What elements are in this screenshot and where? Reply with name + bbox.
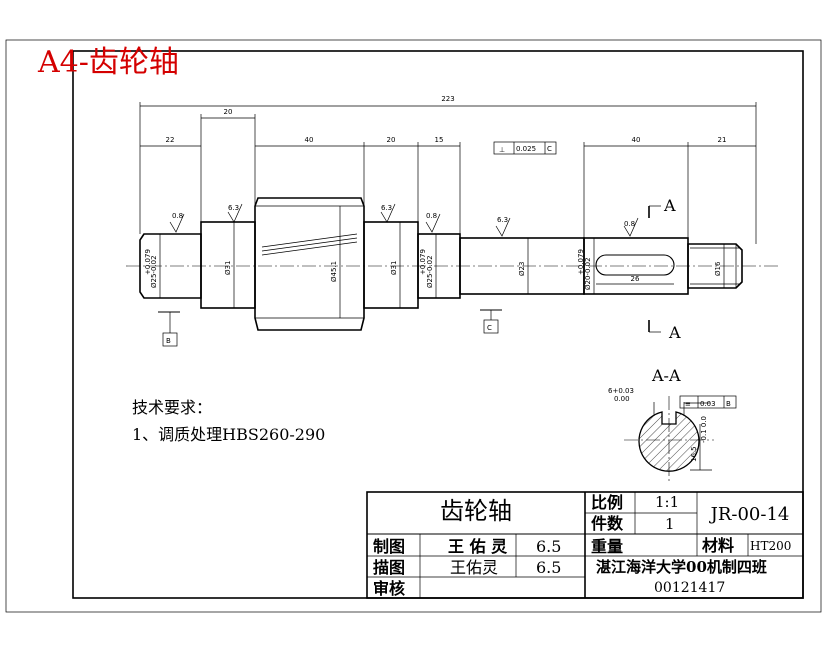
scale-value: 1:1 — [655, 493, 679, 511]
outer-border — [5, 39, 822, 613]
traced-name: 王佑灵 — [450, 558, 498, 577]
section-label: A-A — [651, 366, 681, 385]
student-id: 00121417 — [654, 580, 725, 596]
section-frame-symbol: ≡ — [685, 400, 691, 408]
datum-markers — [158, 309, 502, 347]
datum-b: B — [166, 337, 171, 345]
diam-25a: Ø25-0.02 — [150, 255, 158, 288]
qty-value: 1 — [665, 515, 675, 533]
diam-23: Ø23 — [518, 262, 526, 276]
drawing-number: JR-00-14 — [709, 504, 790, 525]
dim-20a: 20 — [224, 108, 233, 116]
section-view-drawing — [624, 395, 737, 482]
datum-c: C — [487, 324, 492, 332]
roughness-4: 0.8 — [426, 212, 437, 220]
perpendicularity-frame — [493, 141, 557, 155]
title-block-grid — [366, 491, 804, 599]
diam-31a: Ø31 — [224, 261, 232, 275]
tolerance-value: 0.025 — [516, 145, 536, 153]
section-frame-value: 0.03 — [700, 400, 716, 408]
dim-15: 15 — [435, 136, 444, 144]
tolerance-symbol: ⊥ — [499, 146, 505, 154]
roughness-symbols — [169, 203, 639, 237]
tolerance-datum: C — [547, 145, 552, 153]
part-name: 齿轮轴 — [440, 497, 512, 525]
requirements-item-1: 1、调质处理HBS260-290 — [132, 425, 325, 444]
diam-25a-tol: +0.079 — [144, 249, 152, 275]
drawing-title: A4-齿轮轴 — [37, 45, 179, 80]
diam-45: Ø45.1 — [330, 261, 338, 282]
dim-40b: 40 — [632, 136, 641, 144]
shaft-outline — [139, 197, 743, 331]
dim-overall: 223 — [441, 95, 454, 103]
diam-20: Ø20-0.02 — [584, 257, 592, 290]
diam-25b: Ø25-0.02 — [426, 255, 434, 288]
drawn-name: 王 佑 灵 — [448, 537, 508, 556]
dim-26: 26 — [631, 275, 640, 283]
scale-label: 比例 — [591, 493, 623, 512]
dimension-lines — [139, 102, 757, 285]
diam-16: Ø16 — [714, 261, 722, 276]
traced-date: 6.5 — [536, 558, 561, 577]
dim-21: 21 — [718, 136, 727, 144]
roughness-1: 0.8 — [172, 212, 183, 220]
traced-label: 描图 — [373, 558, 405, 577]
dim-22: 22 — [166, 136, 175, 144]
diam-31b: Ø31 — [390, 261, 398, 275]
section-depth-2: -0.1 0.0 — [700, 416, 708, 443]
dim-20b: 20 — [387, 136, 396, 144]
drawn-date: 6.5 — [536, 537, 561, 556]
drawn-label: 制图 — [373, 537, 405, 556]
diameter-dimension-lines — [159, 206, 725, 318]
review-label: 审核 — [373, 579, 405, 598]
roughness-2: 6.3 — [228, 204, 239, 212]
requirements-heading: 技术要求： — [132, 398, 212, 417]
dim-40a: 40 — [305, 136, 314, 144]
weight-label: 重量 — [591, 537, 623, 556]
inner-frame — [72, 50, 804, 599]
roughness-3: 6.3 — [381, 204, 392, 212]
material-value: HT200 — [750, 539, 791, 553]
section-mark-lower: A — [668, 323, 681, 342]
school-name: 湛江海洋大学00机制四班 — [596, 558, 767, 576]
keyway-width: 6+0.03 — [608, 387, 634, 395]
keyway-width-low: 0.00 — [614, 395, 630, 403]
material-label: 材料 — [702, 536, 734, 555]
roughness-6: 0.8 — [624, 220, 635, 228]
section-mark-upper: A — [663, 196, 676, 215]
section-depth-1: 16.5 — [690, 446, 698, 462]
section-frame-datum: B — [726, 400, 731, 408]
diam-25b-tol: +0.079 — [419, 249, 427, 275]
diam-20-tol: +0.079 — [577, 249, 585, 275]
section-arrows — [648, 205, 661, 333]
roughness-5: 6.3 — [497, 216, 508, 224]
qty-label: 件数 — [591, 514, 624, 533]
